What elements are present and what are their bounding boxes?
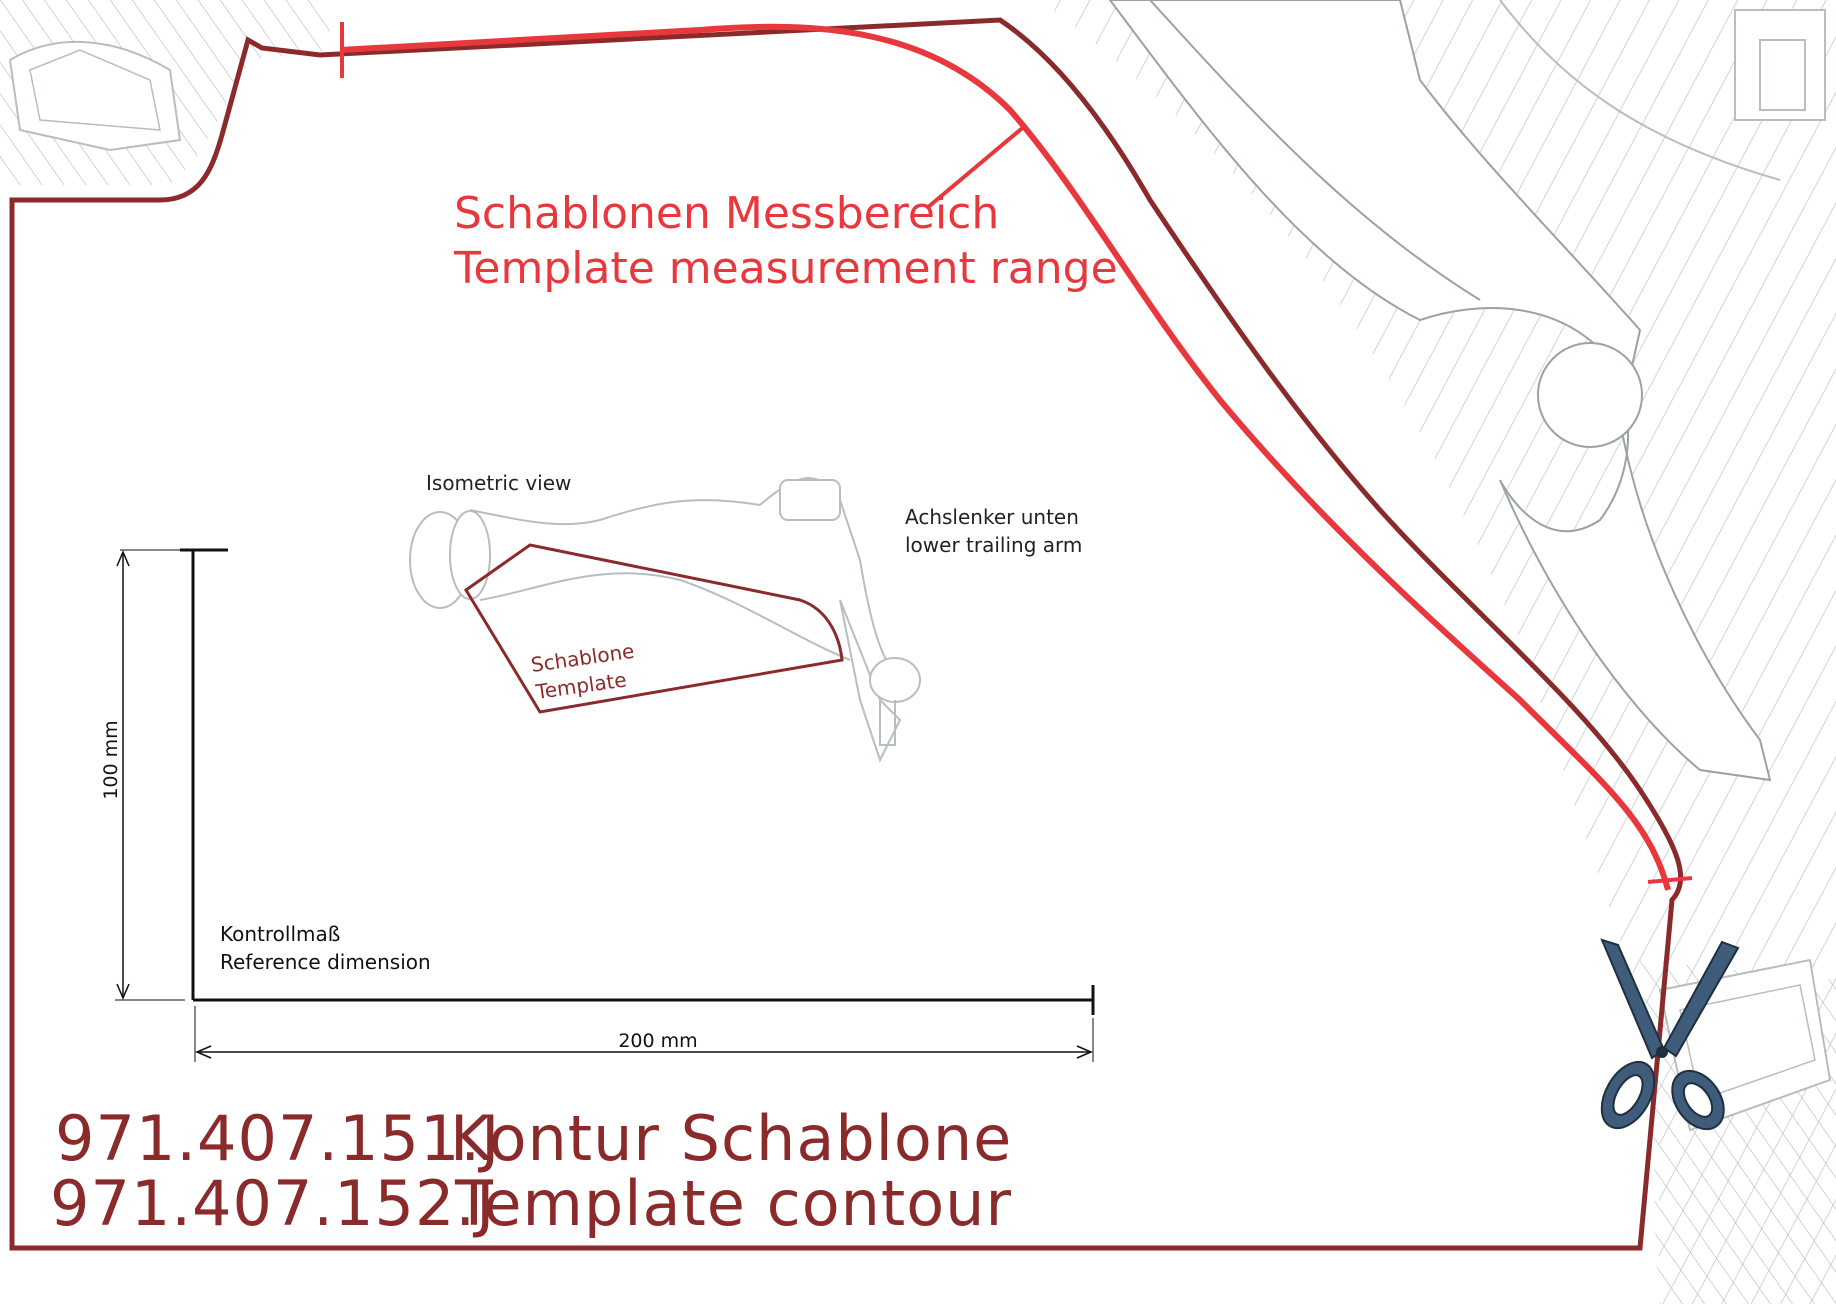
range-leader-line xyxy=(925,123,1028,210)
template-on-arm xyxy=(463,543,844,714)
title-de: Kontur Schablone xyxy=(450,1102,1012,1175)
part-name-de: Achslenker unten xyxy=(905,505,1079,529)
measurement-range-curve xyxy=(339,23,1671,891)
reference-dimension xyxy=(115,548,1095,1062)
part-number-1: 971.407.151.J xyxy=(55,1102,500,1175)
trailing-arm-illustration xyxy=(409,477,921,763)
measurement-range-label-de: Schablonen Messbereich xyxy=(454,188,999,239)
reference-label-en: Reference dimension xyxy=(220,950,431,974)
measurement-range-label-en: Template measurement range xyxy=(453,243,1118,294)
reference-label-de: Kontrollmaß xyxy=(220,922,340,946)
title-en: Template contour xyxy=(454,1167,1012,1240)
vertical-dimension-value: 100 mm xyxy=(100,720,122,799)
range-end-tick xyxy=(1647,876,1693,884)
scissors-icon xyxy=(1600,938,1740,1131)
horizontal-dimension-value: 200 mm xyxy=(618,1030,697,1052)
part-name-en: lower trailing arm xyxy=(905,533,1082,557)
template-contour xyxy=(9,17,1684,1251)
part-number-2: 971.407.152.J xyxy=(50,1167,495,1240)
isometric-caption: Isometric view xyxy=(426,471,571,495)
